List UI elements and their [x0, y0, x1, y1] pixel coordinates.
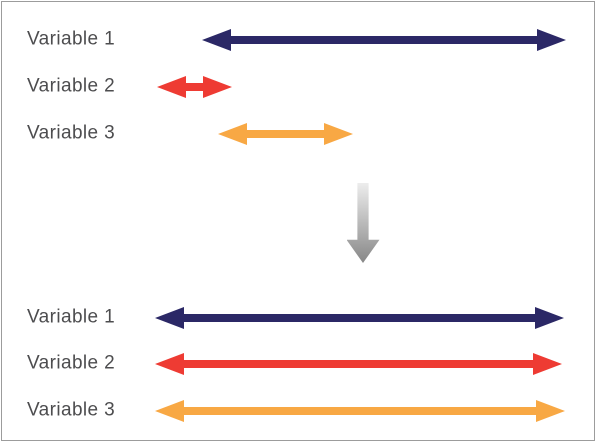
variable-2-range-arrow	[157, 76, 232, 98]
variable-2-label: Variable 2	[27, 75, 116, 97]
arrow-shaft	[247, 130, 324, 138]
arrow-shaft	[231, 36, 537, 44]
arrow-left-head-icon	[155, 353, 184, 375]
arrow-right-head-icon	[536, 400, 565, 422]
arrow-left-head-icon	[218, 123, 247, 145]
variable-3-range-arrow	[218, 123, 353, 145]
arrow-right-head-icon	[533, 353, 562, 375]
variable-1-range-arrow	[202, 29, 566, 51]
variable-3-label: Variable 3	[27, 399, 116, 421]
variable-3-label: Variable 3	[27, 122, 116, 144]
arrow-left-head-icon	[155, 307, 184, 329]
arrow-left-head-icon	[155, 400, 184, 422]
arrow-shaft	[184, 360, 533, 368]
variable-1-label: Variable 1	[27, 28, 116, 50]
arrow-left-head-icon	[157, 76, 186, 98]
variable-1-label: Variable 1	[27, 306, 116, 328]
variable-2-range-arrow	[155, 353, 562, 375]
variable-3-range-arrow	[155, 400, 565, 422]
arrow-right-head-icon	[324, 123, 353, 145]
arrow-left-head-icon	[202, 29, 231, 51]
arrow-shaft	[184, 314, 535, 322]
arrow-right-head-icon	[203, 76, 232, 98]
variable-1-range-arrow	[155, 307, 564, 329]
arrow-right-head-icon	[537, 29, 566, 51]
down-arrow-icon	[346, 183, 380, 263]
diagram-border	[1, 1, 595, 441]
arrow-shaft	[184, 407, 536, 415]
arrow-shaft	[186, 83, 203, 91]
arrow-right-head-icon	[535, 307, 564, 329]
variable-2-label: Variable 2	[27, 352, 116, 374]
